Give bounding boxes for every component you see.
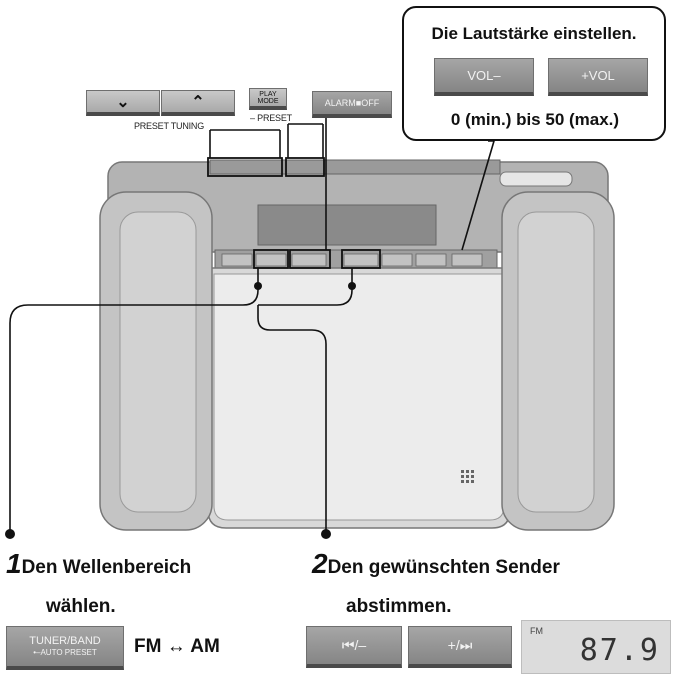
volume-callout: Die Lautstärke einstellen. VOL– +VOL 0 (… xyxy=(402,6,666,141)
next-tune-button[interactable]: +/⏭ xyxy=(408,626,512,668)
fm-label: FM xyxy=(134,636,162,657)
am-label: AM xyxy=(190,636,220,657)
band-toggle-text: FM ↔ AM xyxy=(134,636,220,658)
display-band: FM xyxy=(530,626,543,636)
step1-number: 1 xyxy=(6,548,22,579)
step1-title-line1: Den Wellenbereich xyxy=(21,557,192,578)
step2-heading: 2Den gewünschten Sender xyxy=(312,548,672,580)
alarm-off-button[interactable]: ALARM■OFF xyxy=(312,91,392,118)
preset-minus-label: – PRESET xyxy=(250,113,292,123)
prev-tune-button[interactable]: ⏮/– xyxy=(306,626,402,668)
chevron-up-icon: ⌃ xyxy=(191,93,205,111)
preset-up-button[interactable]: ⌃ xyxy=(161,90,235,116)
double-arrow-icon: ↔ xyxy=(166,636,186,657)
step2-number: 2 xyxy=(312,548,328,579)
volume-callout-title: Die Lautstärke einstellen. xyxy=(431,24,637,43)
vol-minus-button[interactable]: VOL– xyxy=(434,58,534,96)
preset-tuning-label: PRESET TUNING xyxy=(133,121,205,131)
play-mode-button[interactable]: PLAY MODE xyxy=(249,88,287,110)
chevron-down-icon: ⌄ xyxy=(116,93,130,111)
step2-title-line1: Den gewünschten Sender xyxy=(327,557,560,578)
volume-range-text: 0 (min.) bis 50 (max.) xyxy=(450,110,620,129)
vol-plus-button[interactable]: +VOL xyxy=(548,58,648,96)
frequency-display: FM 87.9 xyxy=(521,620,671,674)
step1-heading: 1Den Wellenbereich xyxy=(6,548,306,580)
step2-title-line2: abstimmen. xyxy=(346,596,452,617)
device-display-window xyxy=(257,204,437,246)
preset-down-button[interactable]: ⌄ xyxy=(86,90,160,116)
tuner-band-button[interactable]: TUNER/BAND •–AUTO PRESET xyxy=(6,626,124,670)
step1-title-line2: wählen. xyxy=(46,596,116,617)
display-frequency: 87.9 xyxy=(579,633,660,668)
